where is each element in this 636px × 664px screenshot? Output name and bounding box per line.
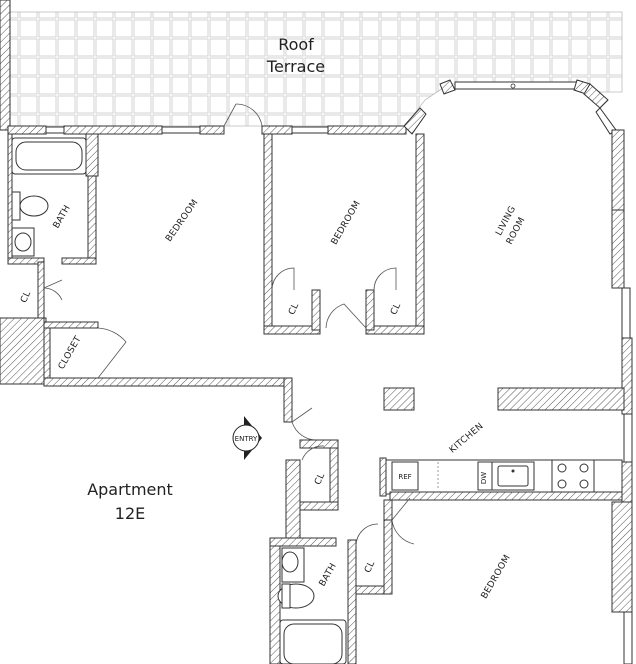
label-bedroom-middle: BEDROOM bbox=[330, 199, 363, 247]
label-bedroom-left: BEDROOM bbox=[164, 198, 200, 244]
middle-bedroom-walls bbox=[223, 103, 425, 335]
top-walls bbox=[7, 107, 427, 135]
label-closet-large: CLOSET bbox=[57, 334, 84, 371]
bay-window bbox=[439, 79, 617, 135]
entry-marker bbox=[232, 416, 262, 460]
corridor-walls bbox=[283, 377, 339, 541]
kitchen-walls bbox=[379, 387, 625, 501]
label-bedroom-bottom: BEDROOM bbox=[480, 553, 513, 601]
left-closet-walls bbox=[7, 261, 63, 327]
bottom-bedroom-walls bbox=[383, 499, 393, 521]
label-bath-top: BATH bbox=[52, 204, 73, 231]
right-exterior-wall bbox=[611, 129, 633, 664]
kitchen-fixtures bbox=[391, 459, 595, 493]
label-apartment-number: 12E bbox=[115, 504, 145, 523]
label-closet-3: CL bbox=[389, 302, 403, 317]
left-outer-wall bbox=[0, 0, 11, 131]
top-bath-walls bbox=[7, 133, 99, 265]
label-entry: ENTRY bbox=[235, 435, 258, 443]
label-closet-5: CL bbox=[363, 560, 377, 575]
label-terrace: Terrace bbox=[266, 57, 325, 76]
top-bath-fixtures bbox=[11, 137, 87, 257]
label-apartment: Apartment bbox=[87, 480, 173, 499]
bottom-bath-walls bbox=[269, 497, 415, 664]
label-kitchen: KITCHEN bbox=[448, 421, 486, 455]
label-refrigerator: REF bbox=[398, 473, 411, 481]
left-bedroom-walls bbox=[0, 317, 291, 387]
label-closet-4: CL bbox=[313, 472, 327, 487]
label-closet-1: CL bbox=[19, 290, 33, 305]
label-dishwasher: DW bbox=[480, 472, 488, 484]
label-bath-bottom: BATH bbox=[318, 562, 339, 589]
label-closet-2: CL bbox=[287, 302, 301, 317]
label-roof: Roof bbox=[278, 35, 314, 54]
